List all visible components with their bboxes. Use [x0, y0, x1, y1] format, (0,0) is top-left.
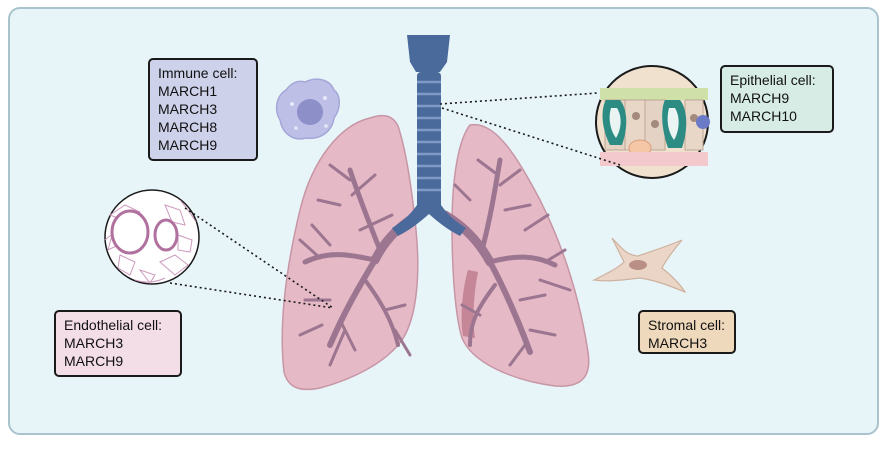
epithelial-tissue-icon	[595, 65, 710, 179]
epithelial-cell-label: Epithelial cell: MARCH9 MARCH10	[720, 65, 834, 133]
stromal-cell-icon	[592, 237, 687, 294]
immune-gene: MARCH8	[158, 119, 218, 135]
immune-gene: MARCH3	[158, 101, 218, 117]
immune-cell-title: Immune cell:	[158, 65, 238, 81]
immune-cell-label: Immune cell: MARCH1 MARCH3 MARCH8 MARCH9	[148, 58, 258, 161]
epithelial-gene: MARCH9	[730, 90, 790, 106]
endothelial-gene: MARCH9	[64, 353, 124, 369]
epithelial-gene: MARCH10	[730, 108, 797, 124]
stromal-gene: MARCH3	[648, 335, 708, 351]
immune-gene: MARCH9	[158, 137, 218, 153]
endothelial-cell-label: Endothelial cell: MARCH3 MARCH9	[54, 310, 182, 377]
right-bronchi	[440, 157, 572, 367]
left-bronchi	[298, 163, 423, 367]
epithelial-cell-title: Epithelial cell:	[730, 72, 816, 88]
immune-cell-icon	[275, 78, 340, 140]
stromal-cell-label: Stromal cell: MARCH3	[638, 310, 736, 354]
immune-gene: MARCH1	[158, 83, 218, 99]
connector-lines	[169, 92, 621, 309]
endothelial-gene: MARCH3	[64, 335, 124, 351]
endothelial-cell-title: Endothelial cell:	[64, 317, 163, 333]
trachea	[392, 35, 466, 236]
endothelial-tissue-icon	[104, 189, 200, 285]
left-lung	[281, 114, 419, 391]
stromal-cell-title: Stromal cell:	[648, 317, 726, 333]
